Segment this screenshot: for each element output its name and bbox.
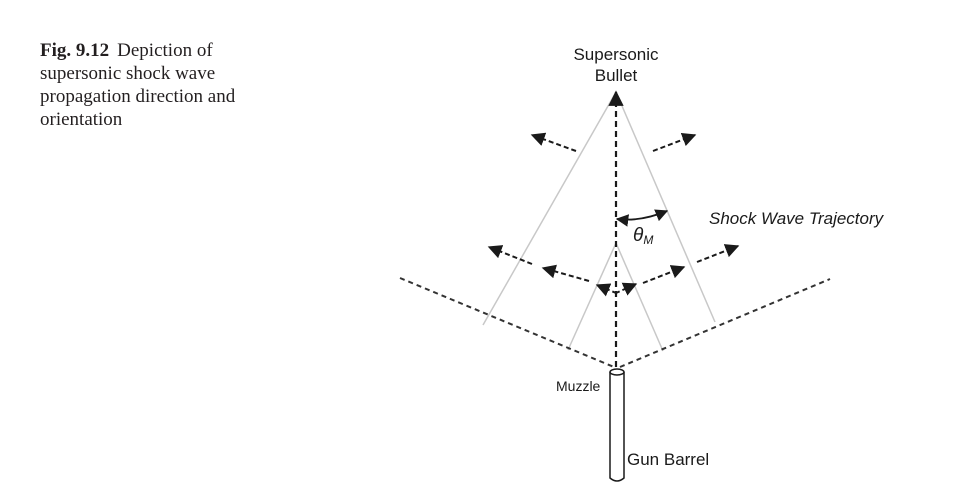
inner-cone-right-edge: [615, 242, 664, 352]
outer-cone-right-edge: [615, 91, 716, 323]
inner-cone-left-edge: [567, 242, 617, 351]
lower-right-inner-propagation-arrow: [642, 265, 686, 284]
mach-angle-subscript: M: [643, 233, 653, 247]
caption-text: Depiction of supersonic shock wave propa…: [40, 40, 236, 130]
outer-cone-left-edge: [482, 91, 617, 326]
upper-right-propagation-arrow: [652, 132, 697, 152]
muzzle-label: Muzzle: [556, 378, 601, 394]
upper-left-propagation-arrow: [530, 132, 577, 152]
shock-wave-trajectory-label: Shock Wave Trajectory: [709, 209, 885, 228]
right-wavefront-dashed-line: [619, 278, 831, 368]
mach-angle-arc: [615, 209, 669, 227]
mach-angle-theta: θ: [633, 225, 644, 246]
left-wavefront-dashed-line: [399, 277, 615, 368]
lower-left-inner-propagation-arrow: [541, 264, 590, 282]
gun-barrel: [609, 368, 625, 482]
figure-label: Fig. 9.12: [40, 40, 110, 61]
mach-angle-symbol: θM: [633, 225, 653, 247]
node-left-short-arrow: [595, 283, 617, 297]
node-right-short-arrow: [615, 282, 638, 296]
bullet-label-line2: Bullet: [595, 66, 638, 85]
gun-barrel-label: Gun Barrel: [627, 450, 709, 469]
bullet-label-line1: Supersonic: [573, 45, 659, 64]
lower-right-outer-propagation-arrow: [696, 244, 740, 263]
